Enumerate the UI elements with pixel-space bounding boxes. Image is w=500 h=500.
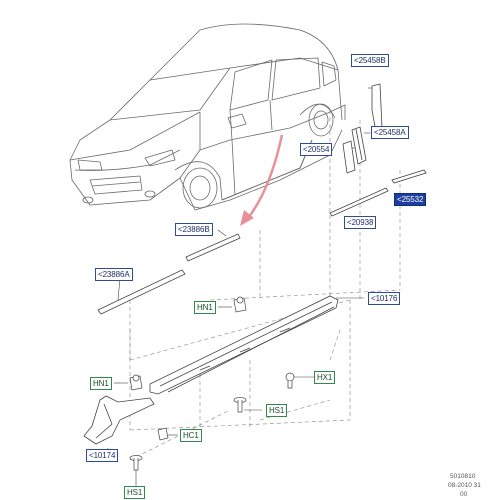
direction-arrow bbox=[247, 134, 284, 219]
clip-hn1-lower bbox=[129, 374, 143, 391]
part-10176 bbox=[149, 295, 339, 395]
part-23886a bbox=[97, 269, 186, 315]
drawing-date: 08-2010 31 bbox=[448, 482, 481, 489]
callout-hs1-upper[interactable]: HS1 bbox=[266, 404, 288, 417]
part-23886b bbox=[185, 233, 241, 262]
direction-arrowhead bbox=[240, 210, 254, 226]
callout-20554[interactable]: <20554 bbox=[300, 143, 333, 156]
callout-23886b[interactable]: <23886B bbox=[175, 223, 213, 236]
callout-hn1-lower[interactable]: HN1 bbox=[90, 377, 112, 390]
clip-hc1 bbox=[157, 427, 169, 441]
callout-23886a[interactable]: <23886A bbox=[95, 268, 133, 281]
callout-10174[interactable]: <10174 bbox=[86, 449, 119, 462]
callout-hc1[interactable]: HC1 bbox=[180, 429, 202, 442]
callout-25458b[interactable]: <25458B bbox=[351, 54, 389, 67]
clip-hn1-upper bbox=[233, 296, 247, 313]
callout-10176[interactable]: <10176 bbox=[368, 292, 401, 305]
part-25458b bbox=[371, 83, 383, 133]
part-20938 bbox=[329, 187, 389, 217]
callout-20938[interactable]: <20938 bbox=[344, 216, 377, 229]
car-illustration bbox=[69, 23, 346, 211]
part-25458a bbox=[351, 126, 367, 165]
screw-hs1-lower bbox=[129, 455, 143, 471]
callout-25458a[interactable]: <25458A bbox=[371, 126, 409, 139]
screw-hs1-upper bbox=[233, 397, 247, 413]
callout-hs1-lower[interactable]: HS1 bbox=[124, 486, 146, 499]
drawing-revision: 00 bbox=[460, 491, 468, 498]
drawing-number: 5010810 bbox=[450, 473, 476, 480]
part-10174 bbox=[83, 395, 155, 445]
callout-hx1[interactable]: HX1 bbox=[314, 371, 336, 384]
callout-25532[interactable]: <25532 bbox=[394, 193, 427, 206]
clip-hx1 bbox=[285, 372, 295, 389]
part-25532 bbox=[391, 169, 427, 184]
callout-hn1-upper[interactable]: HN1 bbox=[194, 301, 216, 314]
part-20554 bbox=[342, 140, 356, 174]
